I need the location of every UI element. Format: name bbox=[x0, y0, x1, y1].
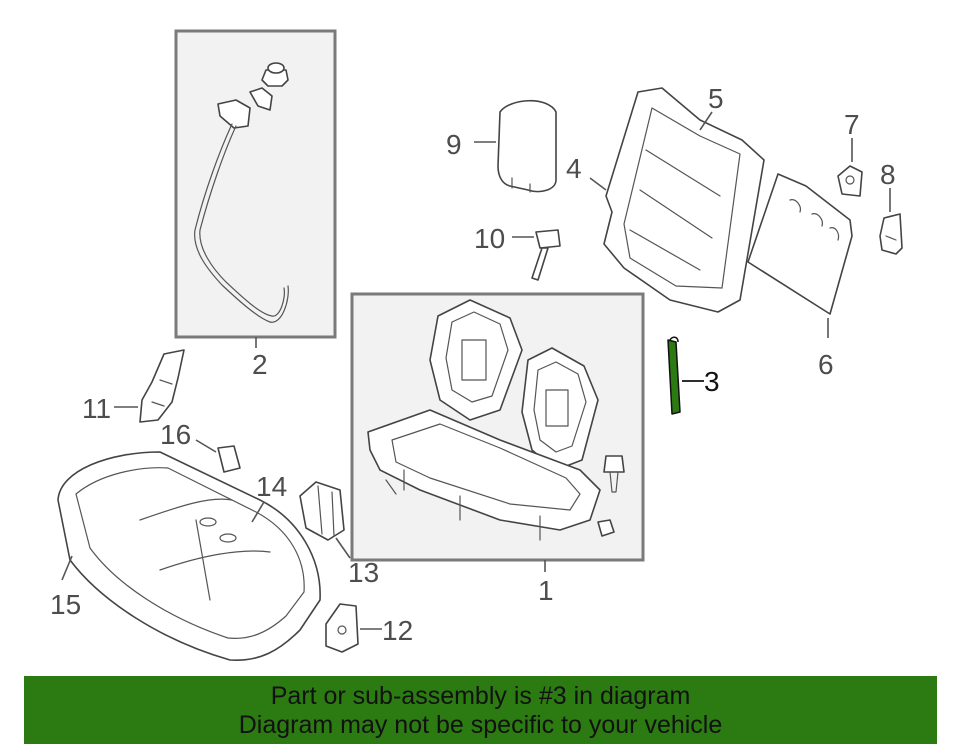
back-panel-holes bbox=[789, 199, 840, 241]
part-3-strip-hook bbox=[669, 336, 679, 343]
part-12-group: 12 bbox=[325, 603, 413, 653]
callout-13: 13 bbox=[348, 557, 379, 588]
part-2-clip bbox=[261, 69, 289, 87]
info-banner: Part or sub-assembly is #3 in diagram Di… bbox=[24, 676, 937, 744]
bolt-large-shank bbox=[609, 471, 619, 493]
part-14-15-group: 14 15 bbox=[50, 451, 321, 661]
seat-cushion-seams bbox=[139, 498, 271, 601]
clip-16 bbox=[217, 445, 241, 473]
callout-8: 8 bbox=[880, 159, 896, 190]
seat-cushion-hole-2 bbox=[219, 533, 237, 543]
bracket-12 bbox=[325, 603, 359, 653]
back-panel bbox=[747, 173, 853, 315]
seatback-cover-seams bbox=[629, 149, 721, 271]
bracket-12-hole bbox=[337, 625, 347, 635]
callout-12: 12 bbox=[382, 615, 413, 646]
bolt-small bbox=[597, 519, 615, 537]
part-15-leader bbox=[61, 555, 73, 581]
headrest bbox=[497, 100, 557, 193]
frame-cushion-pan-inner bbox=[391, 423, 581, 511]
part-2-anchor bbox=[217, 99, 251, 129]
callout-15: 15 bbox=[50, 589, 81, 620]
callout-1: 1 bbox=[538, 575, 554, 606]
headrest-guide-shaft bbox=[531, 247, 549, 281]
clip-7-hole bbox=[845, 175, 855, 185]
part-3-strip bbox=[667, 339, 681, 415]
part-6-group: 6 bbox=[747, 173, 853, 380]
bracket-11 bbox=[139, 349, 185, 423]
bracket-8-detail bbox=[885, 235, 897, 241]
hinge-cover-13-detail bbox=[317, 485, 335, 537]
part-10-group: 10 bbox=[474, 223, 561, 281]
seatback-cover bbox=[603, 87, 765, 313]
part-3-group: 3 bbox=[667, 336, 720, 415]
part-2-group: 2 bbox=[174, 29, 337, 380]
frame-cushion-pan bbox=[367, 409, 601, 531]
part-2-cable-inner bbox=[199, 125, 285, 317]
seat-cushion-inner bbox=[75, 467, 305, 639]
part-2-bracket bbox=[249, 87, 273, 111]
part-8-group: 8 bbox=[879, 159, 903, 255]
headrest-posts bbox=[511, 177, 531, 193]
callout-14: 14 bbox=[256, 471, 287, 502]
callout-6: 6 bbox=[818, 349, 834, 380]
part-13-group: 13 bbox=[299, 481, 379, 588]
seatback-cover-inner bbox=[623, 107, 741, 289]
part-5-leader bbox=[699, 111, 713, 131]
clip-7 bbox=[837, 165, 863, 197]
banner-line-1: Part or sub-assembly is #3 in diagram bbox=[270, 682, 691, 710]
part-4-leader bbox=[589, 177, 607, 191]
part-16-group: 16 bbox=[160, 419, 241, 473]
callout-10: 10 bbox=[474, 223, 505, 254]
seat-cushion bbox=[57, 451, 321, 661]
bolt-large bbox=[603, 455, 625, 473]
banner-line-2: Diagram may not be specific to your vehi… bbox=[238, 711, 723, 739]
frame-right-back-inner bbox=[533, 361, 587, 453]
bracket-8 bbox=[879, 213, 903, 255]
part-9-group: 9 bbox=[446, 100, 557, 193]
callout-11: 11 bbox=[82, 393, 111, 424]
callout-16: 16 bbox=[160, 419, 191, 450]
callout-4: 4 bbox=[566, 153, 582, 184]
part-14-leader bbox=[251, 501, 265, 523]
frame-left-back-panel bbox=[461, 339, 487, 381]
callout-2: 2 bbox=[252, 349, 268, 380]
part-2-cable bbox=[194, 123, 289, 323]
frame-right-back-panel bbox=[545, 389, 569, 427]
part-2-box bbox=[174, 29, 337, 339]
part-11-group: 11 bbox=[82, 349, 185, 424]
callout-9: 9 bbox=[446, 129, 462, 160]
callout-3: 3 bbox=[704, 366, 720, 397]
part-4-5-group: 5 4 bbox=[566, 83, 765, 313]
callout-5: 5 bbox=[708, 83, 724, 114]
seat-cushion-hole-1 bbox=[199, 517, 217, 527]
headrest-guide bbox=[535, 229, 561, 249]
frame-left-back-inner bbox=[445, 311, 509, 403]
part-7-group: 7 bbox=[837, 109, 863, 197]
part-2-clip-cap bbox=[267, 62, 285, 74]
part-16-leader bbox=[195, 439, 217, 453]
callout-7: 7 bbox=[844, 109, 860, 140]
part-13-leader bbox=[335, 537, 351, 559]
part-1-group: 1 bbox=[350, 292, 645, 606]
bracket-11-detail bbox=[151, 379, 173, 407]
frame-legs bbox=[385, 469, 541, 541]
